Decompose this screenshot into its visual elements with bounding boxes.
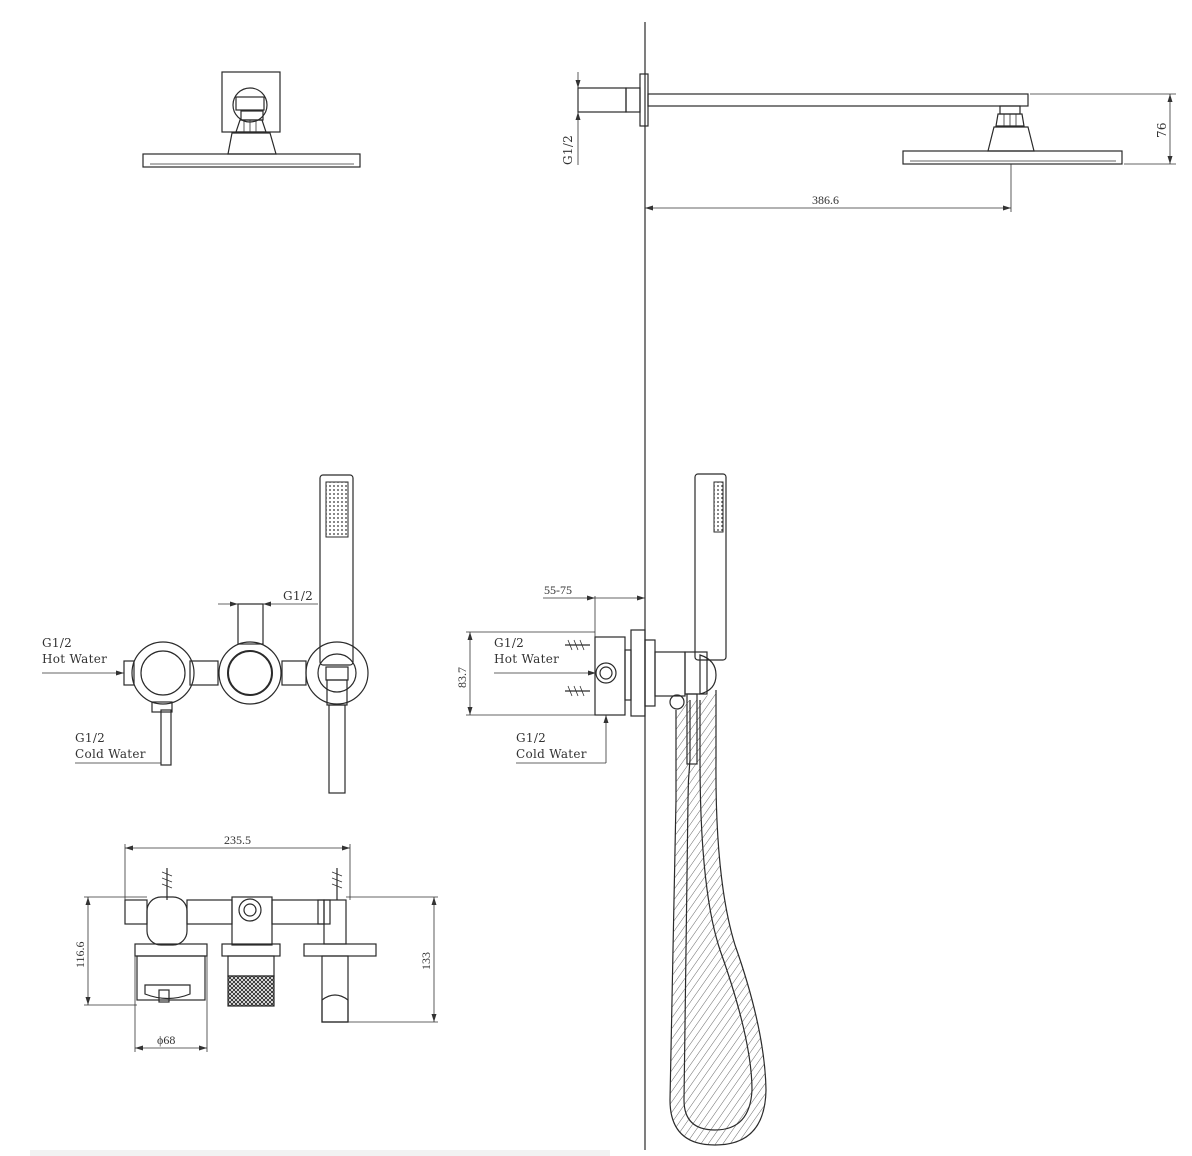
front-hot-arrow [42,670,124,676]
side-hot-arrow [494,670,596,676]
diverter-thread-dimension [218,601,318,607]
reach-dimension [645,164,1012,212]
front-cold-label-1: G1/2 [75,731,105,745]
arm-thread-label: G1/2 [561,135,575,165]
bottom-scroll-shadow [30,1150,610,1156]
mixer-side-view [565,473,767,1146]
side-cold-label-2: Cold Water [516,747,587,761]
shower-arm-side-view [577,73,1123,165]
side-cold-arrow [516,715,609,764]
diameter-label: ϕ68 [157,1033,175,1047]
side-hot-label-1: G1/2 [494,636,524,650]
front-hot-label-2: Hot Water [42,652,107,666]
side-cold-label-1: G1/2 [516,731,546,745]
reach-label: 386.6 [812,193,839,207]
height-76-label: 76 [1155,122,1169,138]
height-116-label: 116.6 [73,941,87,968]
mixer-top-view [124,868,377,1023]
depth-dimension [543,595,645,637]
front-hot-label-1: G1/2 [42,636,72,650]
depth-label: 55-75 [544,583,572,597]
front-cold-label-2: Cold Water [75,747,146,761]
width-dimension [124,844,351,900]
diameter-dimension [134,956,208,1052]
height-133-dimension [346,896,438,1023]
arm-thread-dimension [575,72,581,165]
shower-head-front-view [142,71,361,168]
mixer-front-view [123,474,369,794]
side-hot-label-2: Hot Water [494,652,559,666]
width-label: 235.5 [224,833,251,847]
height-83-label: 83.7 [455,667,469,688]
height-76-dimension [1030,93,1176,165]
diverter-thread-label: G1/2 [283,589,313,603]
height-133-label: 133 [419,952,433,970]
height-116-dimension [84,896,147,1006]
height-83-dimension [466,631,595,716]
